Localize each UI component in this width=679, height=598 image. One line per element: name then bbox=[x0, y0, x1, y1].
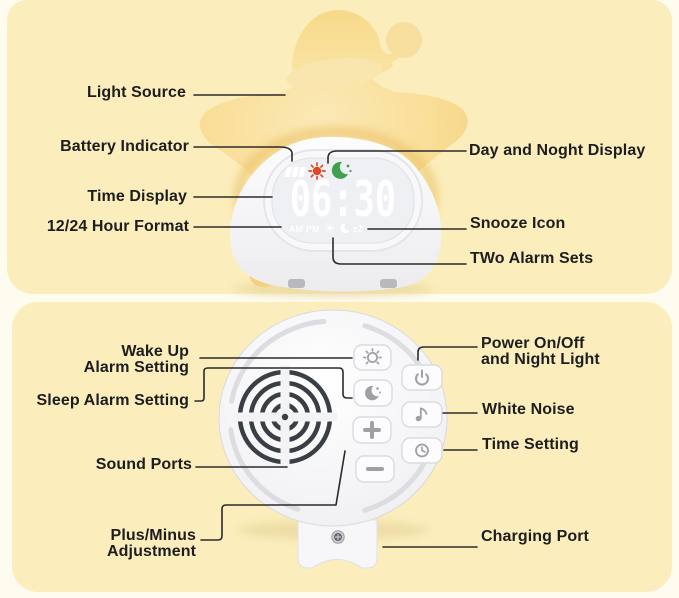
label-wake-up-line2: Alarm Setting bbox=[83, 359, 189, 376]
speaker-back bbox=[218, 309, 448, 569]
moon-stars-icon bbox=[331, 161, 352, 179]
leader-battery-indicator bbox=[193, 146, 293, 162]
nightcap-band bbox=[286, 58, 382, 90]
power-icon bbox=[415, 369, 429, 386]
label-time-display: Time Display bbox=[87, 188, 187, 205]
label-wake-up-line1: Wake Up bbox=[121, 343, 189, 360]
pm-text: PM bbox=[306, 224, 320, 234]
label-power-line2: and Night Light bbox=[481, 351, 600, 368]
label-time-setting: Time Setting bbox=[482, 436, 579, 453]
leader-sleep-alarm bbox=[194, 367, 353, 402]
speaker-grill bbox=[233, 365, 337, 469]
nightcap-pompom bbox=[386, 22, 422, 58]
power-button bbox=[401, 364, 443, 391]
label-sleep-alarm: Sleep Alarm Setting bbox=[36, 392, 189, 409]
plus-button bbox=[352, 416, 392, 444]
label-wake-up-alarm: Wake Up Alarm Setting bbox=[0, 344, 189, 376]
label-hour-format: 12/24 Hour Format bbox=[46, 218, 189, 235]
sleep-alarm-button bbox=[353, 379, 393, 407]
music-note-icon bbox=[415, 407, 428, 422]
label-plus-minus-line2: Adjustment bbox=[107, 543, 196, 560]
wake-alarm-icon bbox=[363, 348, 382, 365]
nightcap bbox=[286, 10, 422, 90]
label-plus-minus-line1: Plus/Minus bbox=[110, 527, 196, 544]
sun-icon bbox=[308, 162, 326, 180]
stand bbox=[297, 519, 378, 569]
label-light-source: Light Source bbox=[87, 84, 186, 101]
label-battery-indicator: Battery Indicator bbox=[60, 138, 189, 155]
battery-icon bbox=[284, 167, 306, 177]
am-text: AM bbox=[289, 224, 303, 234]
label-power-line1: Power On/Off bbox=[481, 335, 585, 352]
leader-power bbox=[417, 346, 478, 361]
screw-icon bbox=[331, 530, 345, 544]
front-foot-right bbox=[380, 279, 397, 288]
time-text: 06:30 bbox=[290, 171, 396, 228]
front-foot-left bbox=[288, 279, 305, 288]
label-sound-ports: Sound Ports bbox=[95, 456, 192, 473]
label-white-noise: White Noise bbox=[482, 401, 575, 418]
label-two-alarm-sets: TWo Alarm Sets bbox=[470, 250, 594, 267]
plus-icon bbox=[363, 421, 381, 439]
minus-button bbox=[355, 455, 395, 483]
leader-lines bbox=[193, 94, 478, 548]
label-snooze-icon: Snooze Icon bbox=[470, 215, 566, 232]
wake-alarm-button bbox=[353, 344, 392, 371]
clock-icon bbox=[415, 443, 429, 458]
label-charging-port: Charging Port bbox=[481, 528, 589, 545]
leader-plus-minus bbox=[200, 450, 346, 541]
clock-display bbox=[271, 157, 415, 244]
sleep-moon-icon bbox=[365, 385, 381, 401]
star-clock-front: 06:30 AM PM zZ bbox=[199, 10, 468, 297]
leader-day-night bbox=[327, 150, 467, 164]
snooze-zz: zZ bbox=[353, 224, 364, 234]
label-day-night-display: Day and Noght Display bbox=[469, 142, 646, 159]
white-noise-button bbox=[401, 401, 443, 428]
leader-two-alarm bbox=[332, 237, 467, 265]
moon-indicator-icon bbox=[340, 223, 350, 234]
sun-indicator-icon bbox=[324, 222, 336, 234]
time-setting-button bbox=[401, 437, 443, 464]
label-power-night-light: Power On/Off and Night Light bbox=[481, 336, 600, 368]
label-plus-minus: Plus/Minus Adjustment bbox=[0, 528, 196, 560]
